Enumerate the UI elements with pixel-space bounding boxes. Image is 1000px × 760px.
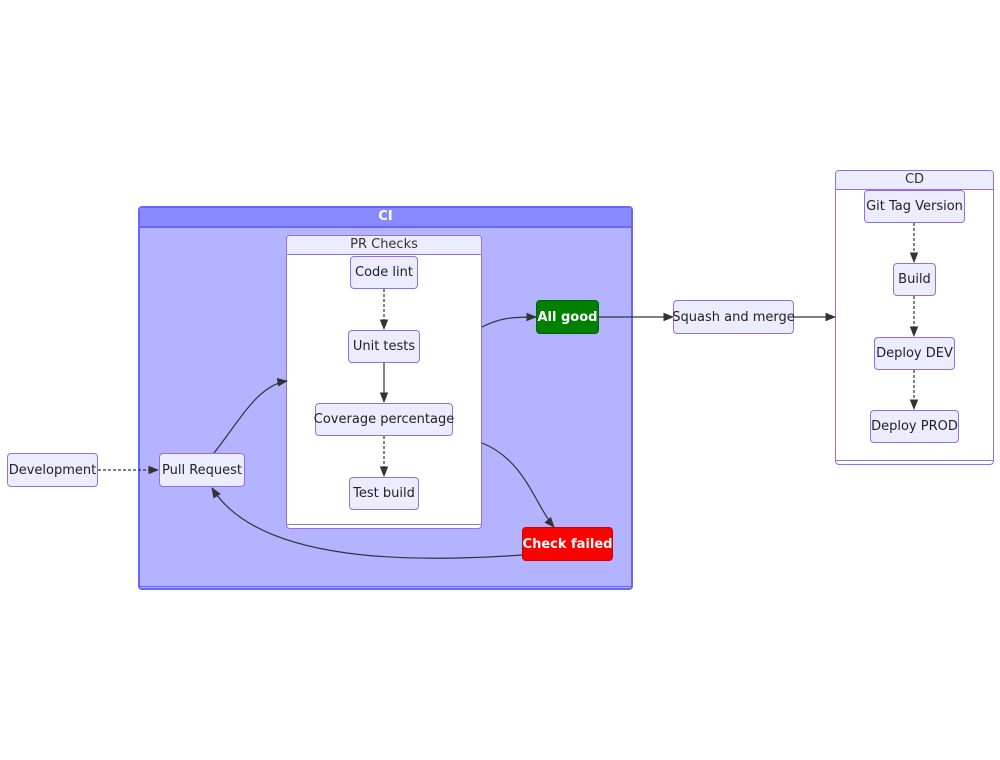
edge-pull-request-to-pr-checks: [213, 378, 289, 454]
node-check-failed[interactable]: Check failed: [522, 527, 613, 561]
node-test-build[interactable]: Test build: [349, 477, 419, 510]
cluster-pr-checks-title: PR Checks: [287, 236, 481, 255]
node-deploy-dev[interactable]: Deploy DEV: [874, 337, 955, 370]
node-coverage-percentage[interactable]: Coverage percentage: [314, 403, 454, 436]
edge-check-failed-to-pull-request: [211, 487, 523, 559]
node-squash-and-merge[interactable]: Squash and merge: [672, 300, 795, 334]
node-deploy-prod[interactable]: Deploy PROD: [870, 410, 959, 443]
node-development[interactable]: Development: [7, 453, 98, 487]
edge-pr-checks-to-all-good: [481, 312, 538, 328]
node-build[interactable]: Build: [893, 263, 936, 296]
node-pull-request[interactable]: Pull Request: [159, 453, 245, 487]
edge-pr-checks-to-check-failed: [481, 442, 555, 528]
node-unit-tests[interactable]: Unit tests: [348, 330, 420, 363]
node-git-tag-version[interactable]: Git Tag Version: [864, 190, 965, 223]
cluster-ci-title: CI: [140, 208, 631, 228]
cluster-cd-title: CD: [836, 171, 993, 190]
node-code-lint[interactable]: Code lint: [350, 256, 418, 289]
node-all-good[interactable]: All good: [536, 300, 599, 334]
